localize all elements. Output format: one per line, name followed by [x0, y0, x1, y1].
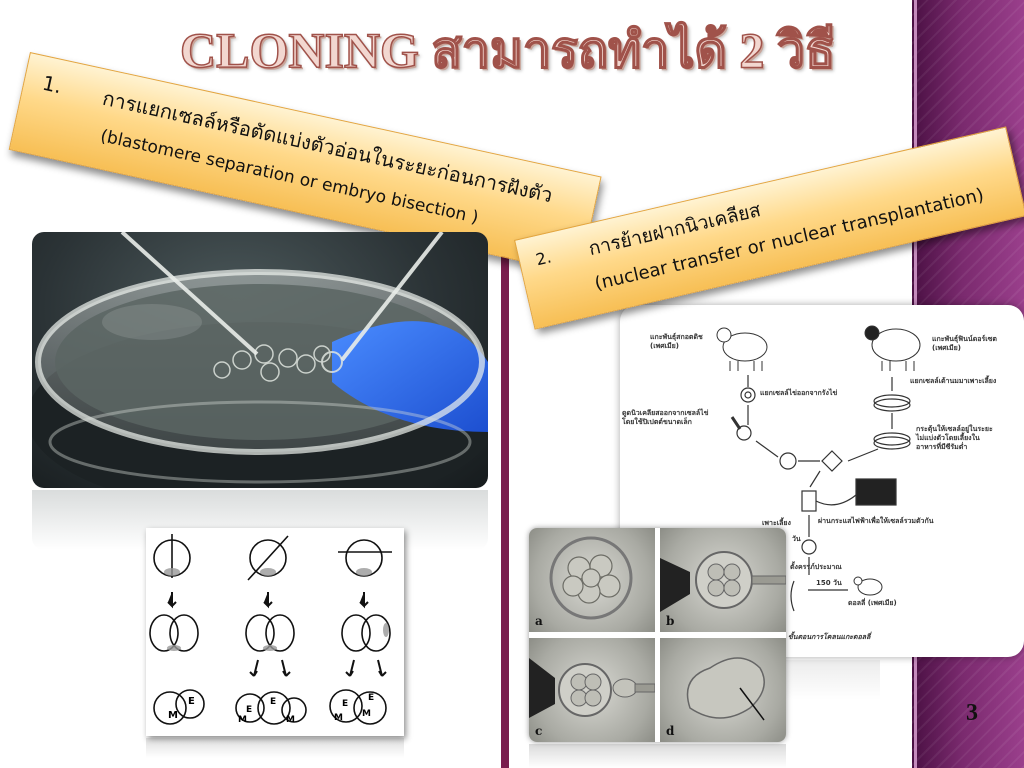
- diagram-caption: ขั้นตอนการโคลนแกะดอลลี่: [788, 633, 871, 641]
- micro-reflection: [529, 744, 786, 768]
- bisection-drawing: E M E E M M E E M M: [149, 534, 392, 725]
- embryo-bisection-diagram: E M E E M M E E M M: [146, 528, 404, 736]
- label-e-5: E: [368, 693, 374, 703]
- method-1-number: 1.: [40, 70, 65, 99]
- label-e-4: E: [342, 699, 348, 709]
- page-number: 3: [966, 700, 978, 726]
- dolly-sheep-icon: [857, 578, 883, 596]
- embryo-fused-image: [686, 657, 765, 721]
- label-m-5: M: [362, 709, 371, 719]
- panel-label-d: d: [666, 724, 675, 738]
- bisection-reflection: [146, 738, 404, 758]
- divider-line: [501, 252, 509, 768]
- label-m-1: M: [168, 710, 178, 721]
- method-2-number: 2.: [533, 247, 554, 270]
- embryo-separation-image: [529, 658, 656, 718]
- label-culture: เพาะเลี้ยง: [762, 519, 791, 527]
- label-m-3: M: [286, 715, 295, 725]
- micro-panel-a: a: [529, 528, 655, 632]
- label-dolly: ดอลลี่ (เพศเมีย): [848, 599, 897, 607]
- sheep-dark-face-icon: [871, 328, 921, 362]
- nuclear-transfer-drawing: [716, 325, 921, 612]
- label-scottish-sheep: แกะพันธุ์สกอตดิช (เพศเมีย): [650, 333, 703, 350]
- label-electric-fusion: ผ่านกระแสไฟฟ้าเพื่อให้เซลล์รวมตัวกัน: [818, 517, 934, 525]
- panel-label-c: c: [535, 724, 543, 738]
- embryo-pipette-image: [660, 551, 786, 612]
- panel-label-a: a: [535, 614, 543, 628]
- label-finn-dorset-sheep: แกะพันธุ์ฟินน์ดอร์เซต (เพศเมีย): [932, 335, 997, 352]
- label-culture-cells: แยกเซลล์เต้านมมาเพาะเลี้ยง: [910, 377, 997, 385]
- label-e-2: E: [246, 705, 252, 715]
- sheep-white-icon: [722, 332, 768, 362]
- label-e-3: E: [270, 697, 276, 707]
- micro-panel-b: b: [660, 528, 786, 632]
- label-150-days: 150 วัน: [816, 579, 842, 587]
- micro-panel-d: d: [660, 638, 786, 742]
- label-stimulate-cells: กระตุ้นให้เซลล์อยู่ในระยะ ไม่แบ่งตัวโดยเ…: [916, 425, 993, 451]
- label-m-4: M: [334, 713, 343, 723]
- label-suck-nucleus: ดูดนิวเคลียสออกจากเซลล์ไข่ โดยใช้ปิเปตต์…: [622, 409, 709, 426]
- label-pregnant: ตั้งครรภ์ประมาณ: [790, 563, 842, 571]
- label-remove-egg: แยกเซลล์ไข่ออกจากรังไข่: [760, 389, 838, 397]
- label-day: วัน: [792, 535, 801, 543]
- panel-label-b: b: [666, 614, 675, 628]
- label-m-2: M: [238, 715, 247, 725]
- petri-dish-photo: [32, 232, 488, 488]
- label-e-1: E: [188, 696, 195, 707]
- petri-dish-illustration: [32, 232, 488, 488]
- microscopy-panels: a b c d: [529, 528, 786, 742]
- micro-panel-c: c: [529, 638, 656, 742]
- embryo-cells-image: [549, 536, 633, 620]
- slide-title: CLONING สามารถทำได้ 2 วิธี: [179, 21, 836, 79]
